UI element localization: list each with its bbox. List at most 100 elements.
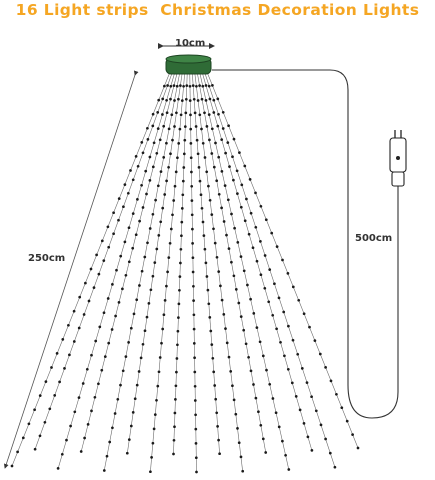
led-bulb [244,342,248,346]
led-bulb [217,192,221,196]
led-bulb [55,352,59,355]
led-bulb [161,327,165,331]
led-bulb [216,425,219,428]
light-strand [79,71,178,453]
led-bulb [275,327,278,331]
led-bulb [106,297,110,300]
led-bulb [281,439,284,443]
led-bulb [93,395,97,399]
led-bulb [180,99,184,102]
led-bulb [33,447,37,451]
led-bulb [143,255,147,259]
led-bulb [215,179,219,183]
led-bulb [90,409,93,413]
led-bulb [102,259,106,262]
led-bulb [69,424,72,428]
led-bulb [165,179,168,183]
led-bulb [305,381,309,384]
led-bulb [203,247,207,251]
led-bulb [227,355,231,359]
led-bulb [169,97,172,101]
led-bulb [298,408,302,412]
led-bulb [163,299,167,302]
led-bulb [146,241,149,245]
led-bulb [97,382,100,386]
led-bulb [151,165,155,169]
light-strand [194,71,245,473]
led-bulb [198,84,201,87]
led-bulb [193,111,197,115]
led-bulb [234,412,238,416]
led-bulb [265,368,268,372]
led-bulb [181,193,185,197]
led-bulb [111,426,114,430]
led-bulb [261,437,265,441]
led-bulb [38,394,42,397]
led-bulb [108,440,112,444]
led-bulb [319,423,323,427]
led-bulb [135,298,139,302]
led-bulb [156,111,160,114]
led-bulb [77,396,81,399]
led-bulb [201,141,205,145]
led-bulb [232,178,235,182]
led-bulb [78,295,82,299]
led-bulb [53,394,57,397]
led-bulb [155,151,159,155]
led-bulb [333,465,337,469]
led-bulb [175,84,179,88]
led-bulb [155,247,159,251]
led-bulb [152,427,156,431]
led-bulb [174,398,177,401]
led-bulb [275,245,279,248]
led-bulb [167,127,171,131]
led-bulb [163,84,166,88]
led-bulb [290,381,294,385]
led-bulb [181,179,185,183]
led-bulb [287,468,291,471]
led-bulb [213,241,217,245]
led-bulb [143,329,147,333]
led-bulb [183,125,187,128]
led-bulb [300,367,304,370]
led-bulb [131,178,135,182]
led-bulb [324,366,327,369]
led-bulb [297,298,301,302]
led-bulb [90,353,93,357]
led-bulb [245,197,248,201]
led-bulb [201,220,205,224]
led-bulb [176,343,179,347]
led-bulb [259,204,263,208]
led-bulb [263,254,267,257]
led-bulb [180,220,184,224]
led-bulb [233,226,236,230]
led-bulb [340,406,344,410]
led-bulb [254,396,258,400]
led-bulb [270,231,274,235]
led-bulb [163,193,167,196]
product-title: 16 Light strips Christmas Decoration Lig… [15,1,420,19]
led-bulb [141,342,145,346]
led-bulb [241,469,245,473]
led-bulb [328,451,332,455]
led-bulb [177,316,180,319]
led-bulb [173,125,176,128]
led-bulb [63,367,66,370]
led-bulb [221,127,225,130]
led-bulb [232,137,236,141]
led-bulb [43,420,47,424]
led-bulb [151,274,155,278]
led-bulb [50,366,53,369]
led-bulb [235,169,239,173]
led-bulb [212,370,216,374]
led-bulb [136,164,140,168]
led-bulb [48,407,52,411]
led-bulb [131,411,135,414]
led-bulb [229,370,233,373]
led-bulb [102,469,106,472]
led-bulb [200,97,204,101]
led-bulb [112,232,115,236]
led-bulb [150,456,153,459]
led-bulb [110,328,114,331]
led-bulb [151,441,155,445]
